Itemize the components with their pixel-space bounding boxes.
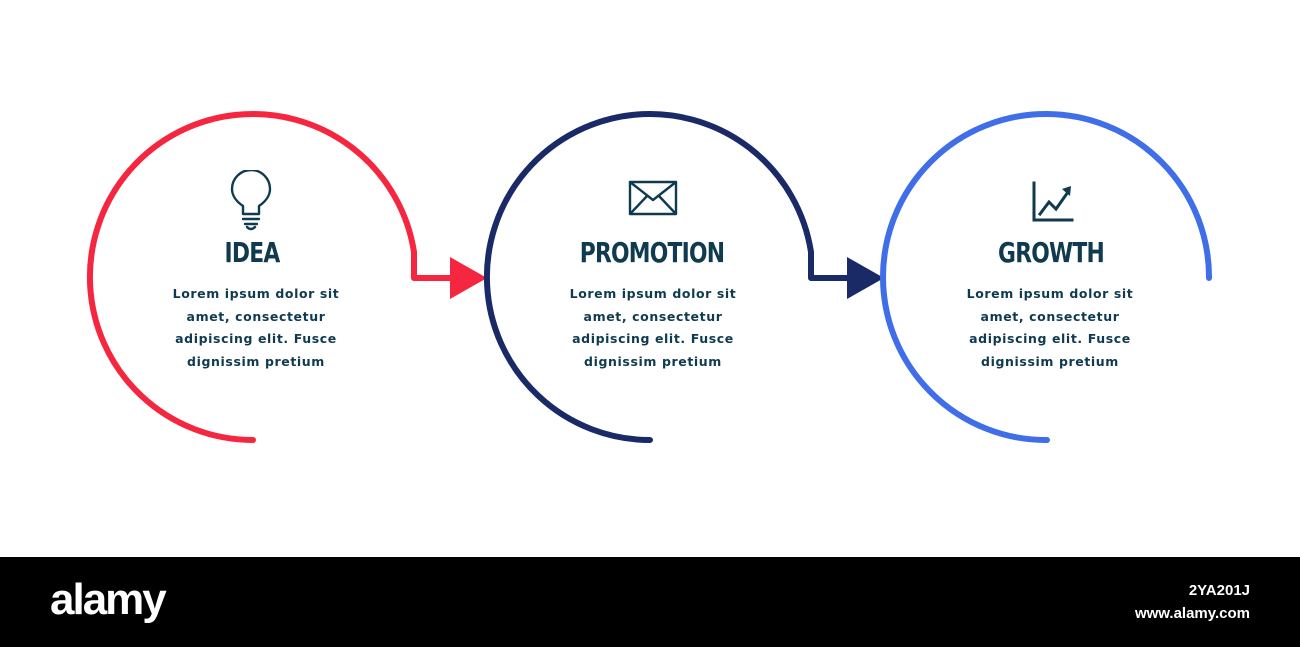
- step-idea-arrow: [450, 257, 487, 299]
- step-growth-title: GROWTH: [998, 236, 1105, 269]
- envelope-icon: [628, 180, 678, 216]
- step-promotion-description: Lorem ipsum dolor sit amet, consectetur …: [569, 286, 737, 369]
- alamy-logo: alamy: [50, 575, 167, 624]
- step-idea-description: Lorem ipsum dolor sit amet, consectetur …: [172, 286, 340, 369]
- growth-chart-icon: [1032, 181, 1074, 222]
- step-growth-ring: [880, 111, 1213, 444]
- footer-image-info: 2YA201J www.alamy.com: [1135, 579, 1250, 625]
- lightbulb-icon: [230, 170, 272, 231]
- step-promotion-ring: [483, 111, 855, 443]
- step-idea-title: IDEA: [224, 236, 281, 269]
- step-promotion-title: PROMOTION: [579, 236, 725, 269]
- step-promotion-arrow: [847, 257, 884, 299]
- footer-image-id: 2YA201J: [1188, 582, 1250, 599]
- step-growth-description: Lorem ipsum dolor sit amet, consectetur …: [966, 286, 1134, 369]
- step-idea-ring: [86, 111, 458, 443]
- process-diagram: [86, 111, 1213, 444]
- footer-bar: alamy 2YA201J www.alamy.com: [0, 557, 1300, 647]
- footer-site: www.alamy.com: [1134, 605, 1250, 622]
